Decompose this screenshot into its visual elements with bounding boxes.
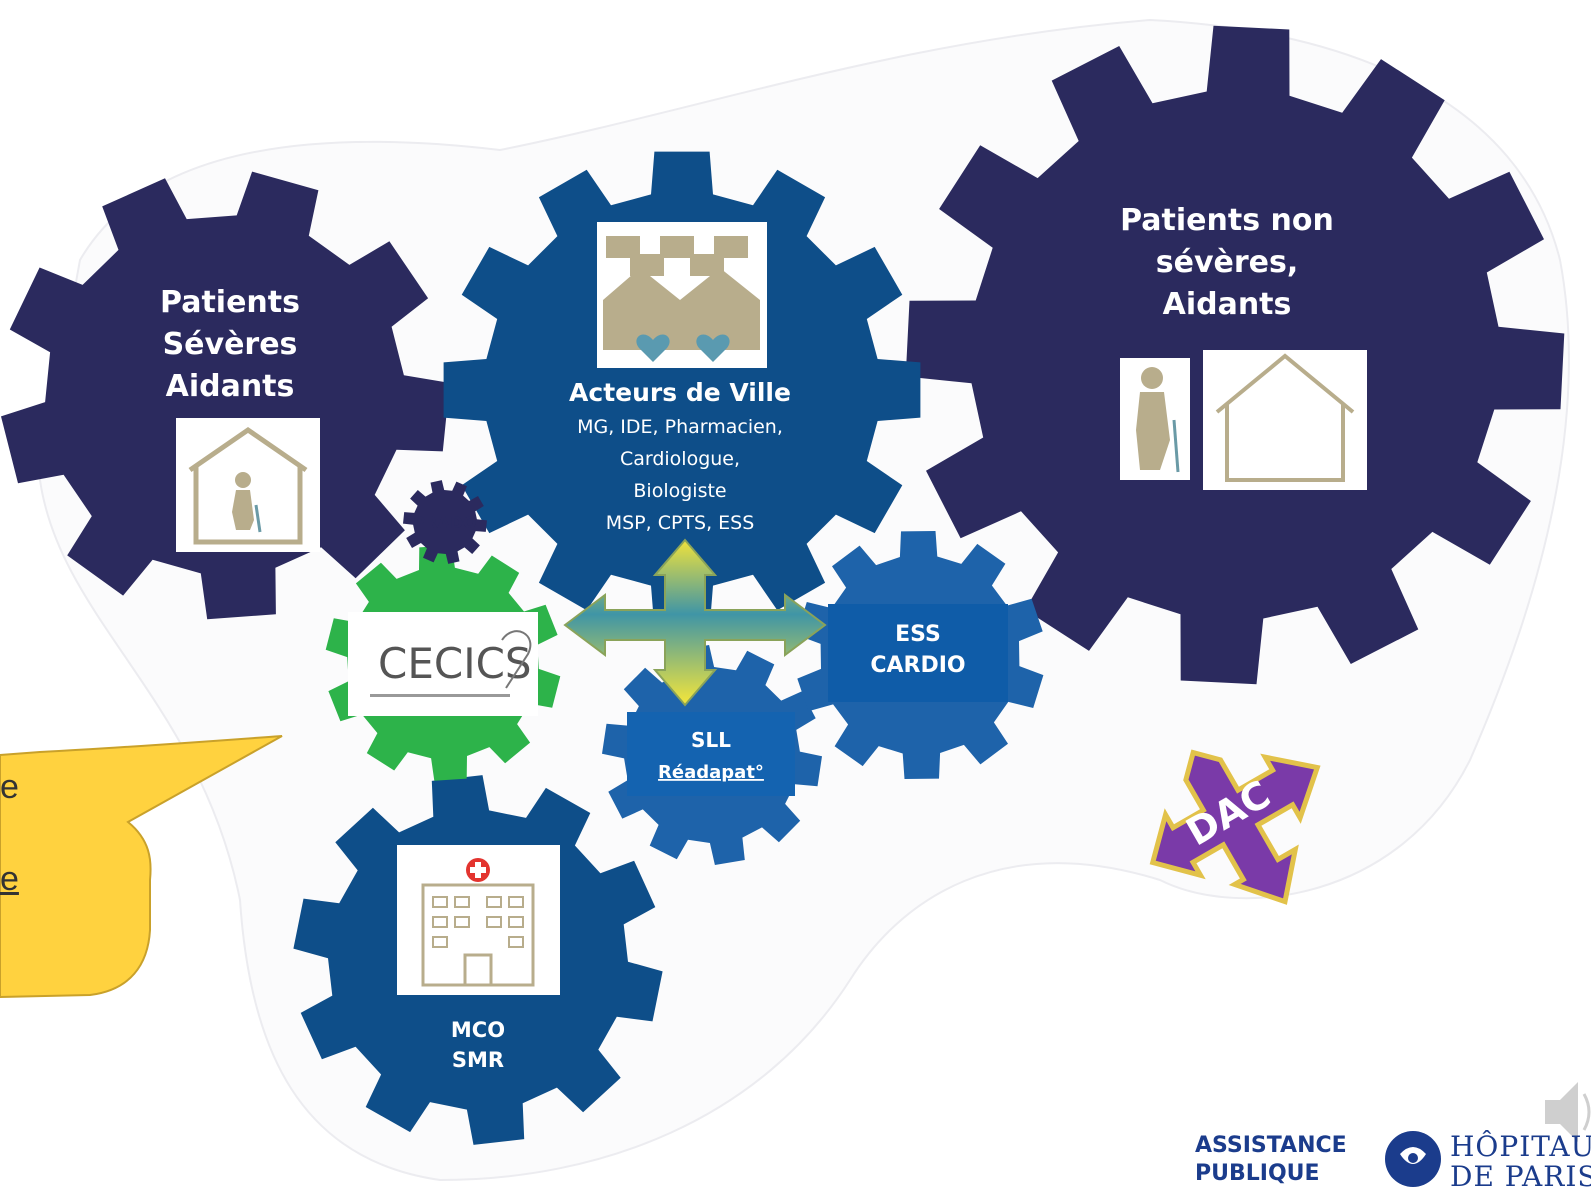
- nonsevere-title-line-3: Aidants: [1163, 287, 1292, 322]
- logo-left: ASSISTANCE PUBLIQUE: [1195, 1132, 1347, 1188]
- heart-logo-icon: CECICS: [348, 612, 538, 716]
- gear-patients-severes: [1, 171, 450, 620]
- dac-badge: DAC: [1149, 749, 1321, 905]
- cecics-label: CECICS: [378, 639, 532, 688]
- logo-right-line-2: DE PARIS: [1450, 1160, 1591, 1193]
- city-line-2: Cardiologue,: [620, 448, 740, 470]
- severe-title-line-2: Sévères: [163, 327, 298, 362]
- sll-label-box: [627, 712, 795, 796]
- nonsevere-title-line-1: Patients non: [1120, 203, 1334, 238]
- city-title: Acteurs de Ville: [569, 378, 791, 407]
- house-with-elderly-icon: [176, 418, 320, 552]
- ess-line-2: CARDIO: [870, 653, 965, 678]
- gear-prado: [403, 480, 487, 564]
- nonsevere-title-line-2: sévères,: [1156, 245, 1299, 280]
- logo-left-line-2: PUBLIQUE: [1195, 1161, 1320, 1186]
- gear-city-shape: [443, 151, 921, 629]
- ess-line-1: ESS: [895, 622, 941, 647]
- city-line-3: Biologiste: [633, 480, 726, 502]
- nurses-with-hearts-icon: [597, 222, 767, 368]
- mco-line-1: MCO: [451, 1018, 505, 1042]
- logo-left-line-1: ASSISTANCE: [1195, 1133, 1347, 1158]
- prado-label: PRADO: [413, 513, 476, 532]
- city-line-1: MG, IDE, Pharmacien,: [577, 416, 783, 438]
- mco-line-2: SMR: [452, 1048, 504, 1072]
- hospital-icon: [397, 845, 560, 995]
- callout-bubble: [0, 735, 283, 999]
- gear-acteurs-de-ville: [443, 151, 921, 629]
- severe-title: Patients Sévères Aidants: [160, 285, 300, 404]
- city-line-4: MSP, CPTS, ESS: [606, 512, 755, 534]
- speaker-icon[interactable]: [1545, 1082, 1591, 1142]
- aphp-logo: ASSISTANCE PUBLIQUE HÔPITAUX DE PARIS: [1195, 1128, 1591, 1199]
- four-way-arrow: [563, 538, 827, 707]
- logo-right-line-1: HÔPITAUX: [1450, 1130, 1591, 1163]
- gear-prado-shape: [403, 480, 487, 564]
- elderly-and-house-icon: [1120, 350, 1367, 490]
- ess-label-box: [828, 604, 1008, 702]
- callout-text-fragment-top: e: [0, 768, 19, 806]
- callout-text-fragment: e: [0, 860, 19, 898]
- sll-line-2: Réadapat°: [658, 762, 764, 783]
- logo-right: HÔPITAUX DE PARIS: [1450, 1132, 1591, 1192]
- gear-severe-shape: [1, 171, 450, 620]
- sll-line-1: SLL: [691, 728, 731, 752]
- severe-title-line-3: Aidants: [166, 369, 295, 404]
- logo-emblem-icon: [1385, 1131, 1441, 1187]
- severe-title-line-1: Patients: [160, 285, 300, 320]
